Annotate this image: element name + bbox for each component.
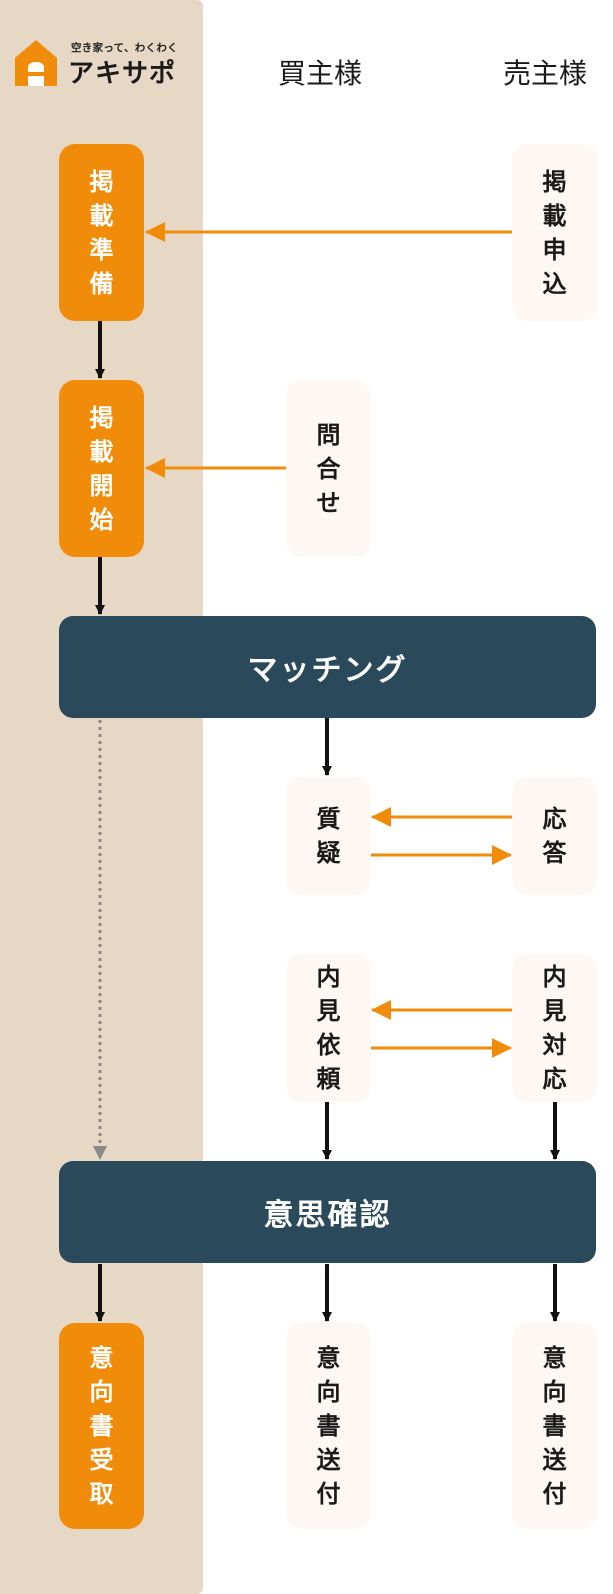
vertical-char: 問 (316, 420, 341, 449)
logo-tagline: 空き家って、わくわく (71, 42, 178, 54)
box-viewing-response: 内見対応 (512, 954, 597, 1102)
vertical-char: 対 (542, 1031, 567, 1059)
box-inquiry: 問合せ (286, 380, 371, 557)
logo: 空き家って、わくわく アキサポ (13, 38, 193, 92)
vertical-char: 応 (542, 805, 567, 833)
vertical-char: 依 (316, 1031, 341, 1059)
box-viewing-response-label: 内見対応 (543, 960, 567, 1096)
house-logo-icon (15, 40, 57, 86)
vertical-char: 載 (89, 437, 114, 466)
vertical-char: 意 (542, 1344, 567, 1372)
vertical-char: 見 (316, 997, 341, 1025)
box-viewing-request-label: 内見依頼 (317, 960, 341, 1096)
box-seller-intent-send-label: 意向書送付 (543, 1341, 567, 1511)
vertical-char: 書 (89, 1412, 114, 1440)
box-answer: 応答 (512, 777, 597, 895)
vertical-char: 向 (89, 1378, 114, 1406)
vertical-char: せ (316, 488, 341, 517)
box-question-label: 質疑 (317, 802, 341, 870)
vertical-char: 向 (316, 1378, 341, 1406)
box-buyer-intent-send-label: 意向書送付 (317, 1341, 341, 1511)
bar-matching: マッチング (59, 616, 596, 718)
vertical-char: 掲 (542, 167, 567, 196)
vertical-char: 申 (542, 235, 567, 264)
vertical-char: 始 (89, 505, 114, 534)
box-inquiry-label: 問合せ (317, 418, 341, 520)
vertical-char: 開 (89, 471, 114, 500)
box-listing-prep: 掲載準備 (59, 144, 144, 321)
vertical-char: 質 (316, 805, 341, 833)
vertical-char: 付 (542, 1480, 567, 1508)
vertical-char: 送 (316, 1446, 341, 1474)
box-question: 質疑 (286, 777, 371, 895)
vertical-char: 付 (316, 1480, 341, 1508)
column-header-seller: 売主様 (503, 57, 588, 90)
vertical-char: 意 (316, 1344, 341, 1372)
vertical-char: 意 (89, 1344, 114, 1372)
vertical-char: 見 (542, 997, 567, 1025)
vertical-char: 掲 (89, 167, 114, 196)
vertical-char: 合 (316, 454, 341, 483)
vertical-char: 載 (542, 201, 567, 230)
box-listing-start-label: 掲載開始 (90, 401, 114, 537)
box-answer-label: 応答 (543, 802, 567, 870)
vertical-char: 受 (89, 1446, 114, 1474)
vertical-char: 書 (542, 1412, 567, 1440)
box-viewing-request: 内見依頼 (286, 954, 371, 1102)
box-listing-application-label: 掲載申込 (543, 165, 567, 301)
vertical-char: 送 (542, 1446, 567, 1474)
bar-intent-confirmation: 意思確認 (59, 1161, 596, 1263)
vertical-char: 答 (542, 839, 567, 867)
box-listing-prep-label: 掲載準備 (90, 165, 114, 301)
box-listing-application: 掲載申込 (512, 144, 597, 321)
vertical-char: 向 (542, 1378, 567, 1406)
box-intent-receipt-label: 意向書受取 (90, 1341, 114, 1511)
vertical-char: 取 (89, 1480, 114, 1508)
box-seller-intent-send: 意向書送付 (512, 1323, 597, 1529)
vertical-char: 疑 (316, 839, 341, 867)
vertical-char: 掲 (89, 403, 114, 432)
vertical-char: 載 (89, 201, 114, 230)
box-listing-start: 掲載開始 (59, 380, 144, 557)
vertical-char: 応 (542, 1065, 567, 1093)
vertical-char: 準 (89, 235, 114, 264)
box-intent-receipt: 意向書受取 (59, 1323, 144, 1529)
vertical-char: 内 (316, 963, 341, 991)
vertical-char: 内 (542, 963, 567, 991)
logo-name: アキサポ (68, 59, 177, 89)
box-buyer-intent-send: 意向書送付 (286, 1323, 371, 1529)
vertical-char: 備 (89, 269, 114, 298)
column-header-buyer: 買主様 (278, 57, 363, 90)
vertical-char: 書 (316, 1412, 341, 1440)
vertical-char: 込 (542, 269, 567, 298)
vertical-char: 頼 (316, 1065, 341, 1093)
